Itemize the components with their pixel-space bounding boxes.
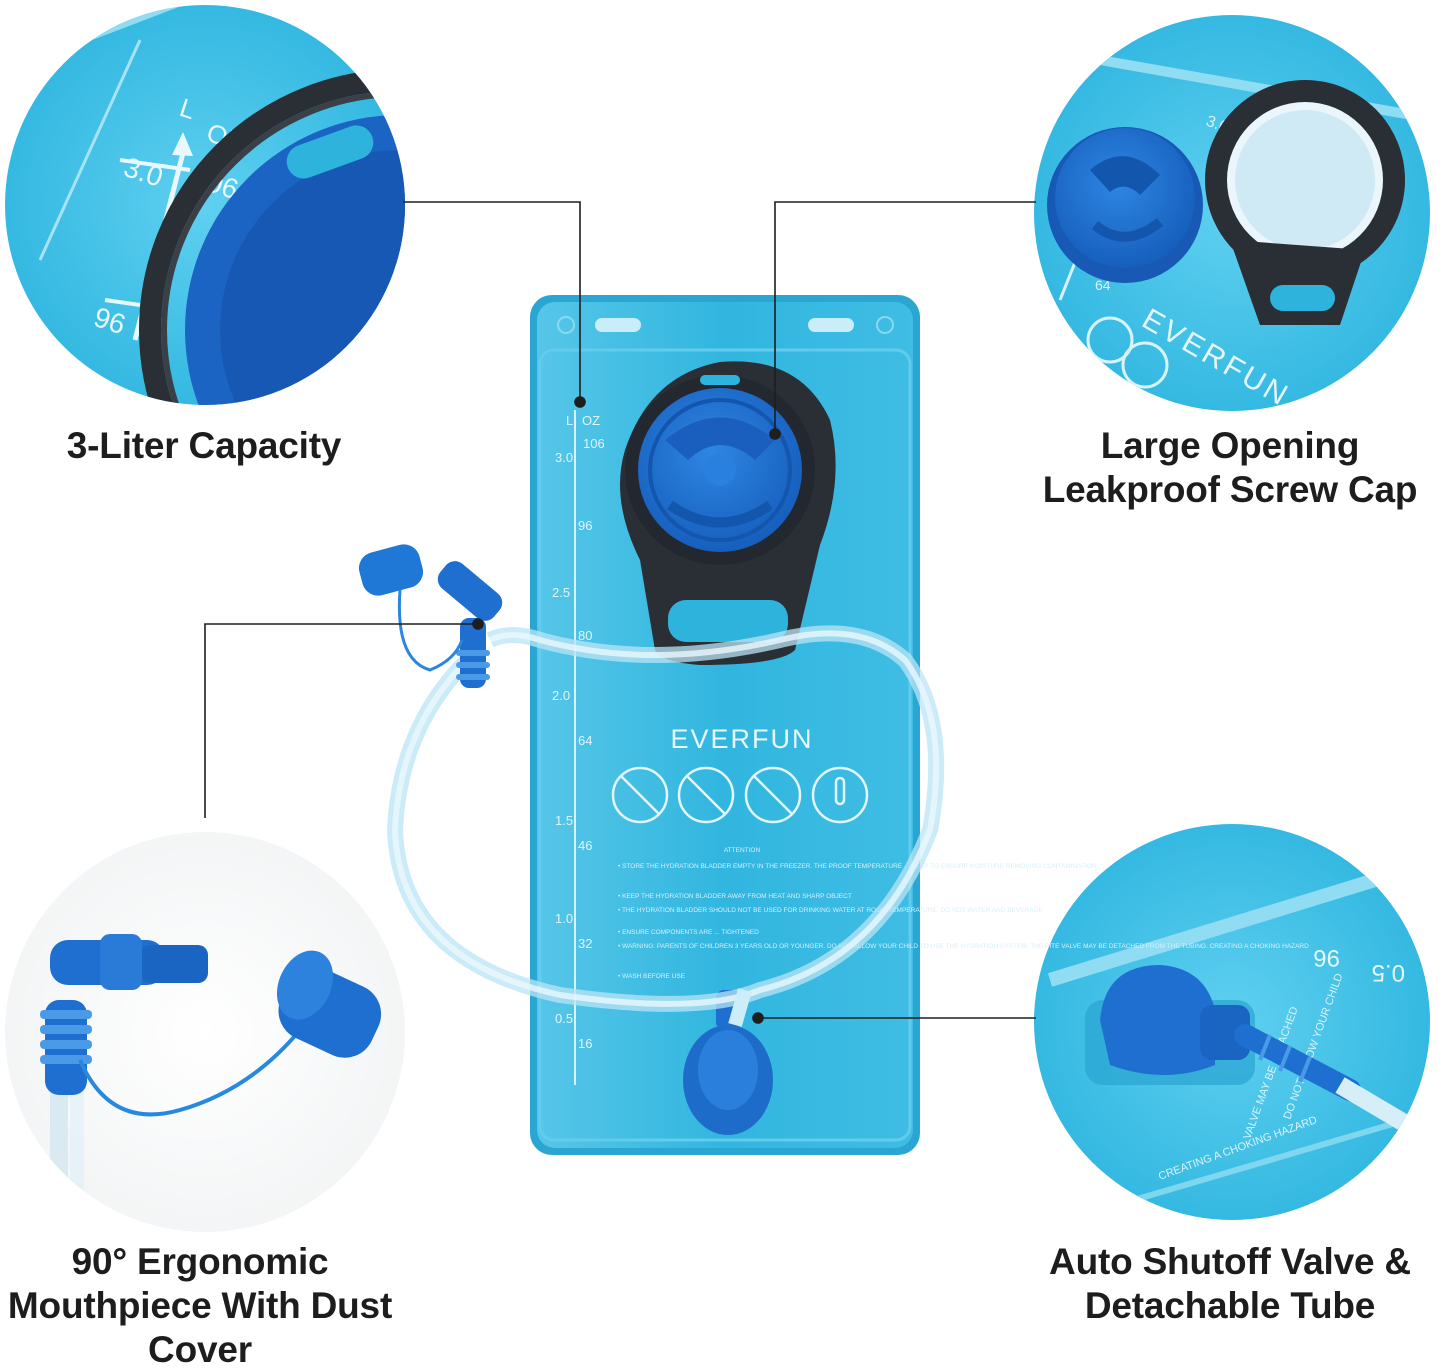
screw-cap-zoom-circle: 3.0 L OZ 64 EVERFUN xyxy=(1034,15,1430,411)
screw-cap-callout-line xyxy=(774,201,1036,432)
valve-caption: Auto Shutoff Valve & Detachable Tube xyxy=(1030,1240,1430,1328)
caption-line: 90° Ergonomic xyxy=(71,1241,329,1282)
scale-liters: 0.5 xyxy=(555,1011,573,1026)
scale-ounces: 32 xyxy=(578,936,592,951)
svg-text:64: 64 xyxy=(1095,277,1111,293)
volume-scale: L OZ 3.0 106 96 2.5 80 2.0 64 1.5 46 1.0… xyxy=(552,413,605,1051)
attention-note: • STORE THE HYDRATION BLADDER EMPTY IN T… xyxy=(618,863,1097,870)
attention-note: • WARNING: PARENTS OF CHILDREN 3 YEARS O… xyxy=(618,943,1309,950)
screw-cap-caption: Large Opening Leakproof Screw Cap xyxy=(1025,424,1435,512)
scale-unit-liters: L xyxy=(566,413,573,428)
scale-ounces: 96 xyxy=(578,518,592,533)
scale-liters: 2.5 xyxy=(552,585,570,600)
scale-liters: 3.0 xyxy=(555,450,573,465)
attention-note: • ENSURE COMPONENTS ARE ... TIGHTENED xyxy=(618,929,759,936)
caption-line: 3-Liter Capacity xyxy=(66,425,342,466)
no-alcohol-icon xyxy=(677,766,735,824)
capacity-caption: 3-Liter Capacity xyxy=(24,424,384,468)
scale-ounces: 106 xyxy=(583,436,605,451)
screw-cap xyxy=(620,361,836,665)
scale-unit-ounces: OZ xyxy=(582,413,600,428)
scale-ounces: 80 xyxy=(578,628,592,643)
thermometer-icon xyxy=(811,766,869,824)
caption-line: Detachable Tube xyxy=(1084,1285,1376,1326)
caption-line: Leakproof Screw Cap xyxy=(1042,469,1418,510)
no-hot-water-icon xyxy=(744,766,802,824)
warning-icons xyxy=(611,766,869,824)
bite-valve-mouthpiece xyxy=(358,544,503,688)
caption-line: Mouthpiece With Dust xyxy=(7,1285,393,1326)
attention-note: • WASH BEFORE USE xyxy=(618,973,686,980)
attention-heading: ATTENTION xyxy=(724,847,761,854)
capacity-callout-line xyxy=(403,201,581,400)
mouthpiece-callout-line xyxy=(204,623,476,818)
scale-ounces: 64 xyxy=(578,733,592,748)
attention-block: ATTENTION • STORE THE HYDRATION BLADDER … xyxy=(618,847,1309,980)
scale-liters: 1.0 xyxy=(555,911,573,926)
caption-line: Auto Shutoff Valve & xyxy=(1049,1241,1411,1282)
scale-liters: 2.0 xyxy=(552,688,570,703)
drinking-tube xyxy=(386,625,945,1027)
caption-line: Large Opening xyxy=(1100,425,1360,466)
mouthpiece-caption: 90° Ergonomic Mouthpiece With Dust Cover xyxy=(0,1240,400,1372)
hang-slot xyxy=(595,318,641,332)
mouthpiece-zoom-circle xyxy=(5,832,405,1232)
callout-lines xyxy=(204,201,1036,1024)
caption-line: Cover xyxy=(148,1329,252,1370)
svg-text:96: 96 xyxy=(1313,944,1340,971)
valve-zoom-circle: CREATING A CHOKING HAZARD VALVE MAY BE D… xyxy=(1034,824,1430,1220)
hang-slot xyxy=(808,318,854,332)
svg-text:0.5: 0.5 xyxy=(1372,959,1405,986)
hydration-bladder: L OZ 3.0 106 96 2.5 80 2.0 64 1.5 46 1.0… xyxy=(530,295,1309,1155)
no-boiling-icon xyxy=(611,766,669,824)
scale-liters: 1.5 xyxy=(555,813,573,828)
attention-note: • KEEP THE HYDRATION BLADDER AWAY FROM H… xyxy=(618,893,852,900)
scale-ounces: 16 xyxy=(578,1036,592,1051)
brand-logo: EVERFUN xyxy=(670,724,813,754)
attention-note: • THE HYDRATION BLADDER SHOULD NOT BE US… xyxy=(618,907,1044,914)
scale-ounces: 46 xyxy=(578,838,592,853)
